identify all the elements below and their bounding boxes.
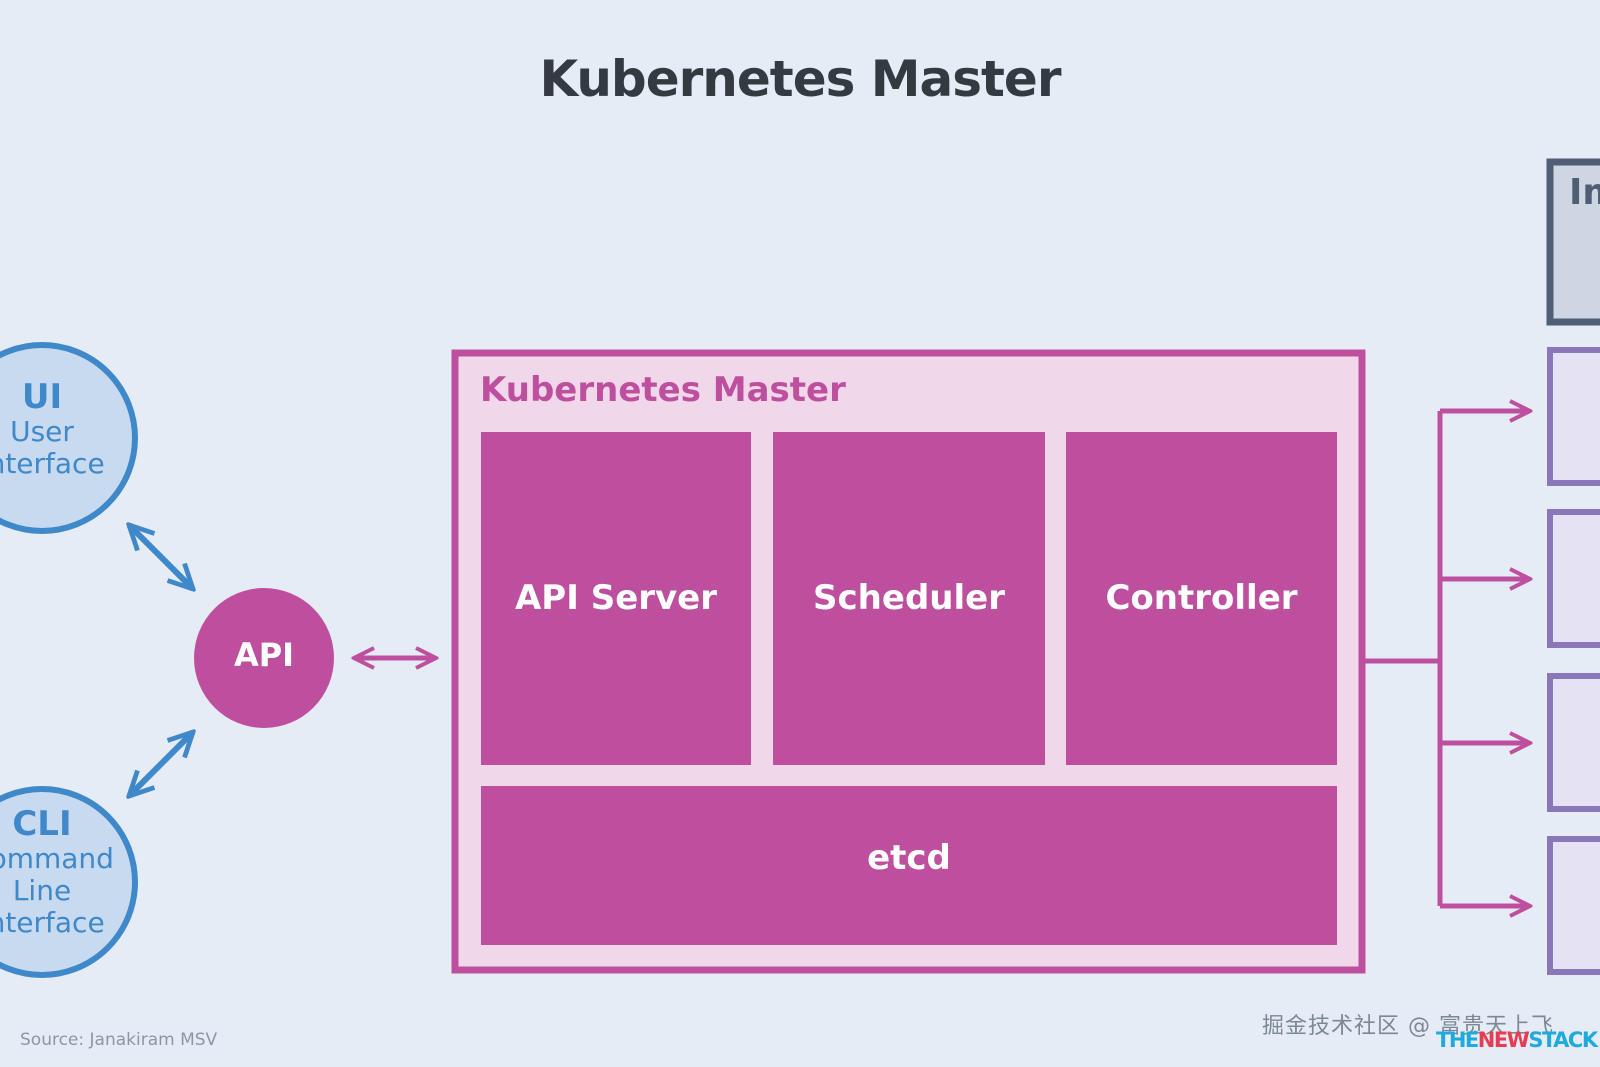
etcd-box (481, 786, 1337, 945)
brand-part-3: STACK (1528, 1028, 1598, 1052)
brand-part-1: THE (1436, 1028, 1479, 1052)
cli-line1: Command (0, 842, 114, 875)
brand-logo: THENEWSTACK (1436, 1028, 1598, 1052)
api-label: API (233, 636, 295, 674)
brand-part-2: NEW (1477, 1028, 1530, 1052)
ui-title: UI (21, 377, 63, 417)
cli-line3: Interface (0, 906, 105, 939)
source-caption: Source: Janakiram MSV (20, 1030, 218, 1050)
node-box-1 (1547, 347, 1600, 486)
page-title: Kubernetes Master (539, 50, 1061, 108)
top-node-box (1546, 158, 1600, 326)
ui-client-circle (0, 342, 138, 534)
etcd-label: etcd (867, 838, 951, 878)
ui-client-label: UI User Interface (0, 378, 142, 480)
node-box-4 (1547, 836, 1600, 975)
cli-client-label: CLI Command Line Interface (0, 805, 142, 939)
ui-line1: User (10, 415, 74, 448)
cli-line2: Line (12, 874, 72, 907)
cli-title: CLI (12, 804, 72, 844)
node-box-2 (1547, 509, 1600, 648)
master-label: Kubernetes Master (480, 370, 846, 410)
api-circle (194, 588, 334, 728)
ui-line2: Interface (0, 447, 105, 480)
watermark: 掘金技术社区 @ 富贵天上飞 (1262, 1014, 1554, 1039)
cli-api-arrow (129, 732, 193, 796)
node-box-3 (1547, 673, 1600, 812)
cli-client-circle (0, 786, 138, 978)
controller-box (1066, 432, 1337, 765)
ui-api-arrow (129, 525, 193, 589)
top-node-label: Im (1569, 172, 1600, 213)
node-connector (1362, 411, 1443, 906)
controller-label: Controller (1105, 578, 1298, 618)
scheduler-label: Scheduler (813, 578, 1005, 618)
api-server-box (481, 432, 751, 765)
scheduler-box (773, 432, 1045, 765)
api-server-label: API Server (514, 578, 718, 618)
